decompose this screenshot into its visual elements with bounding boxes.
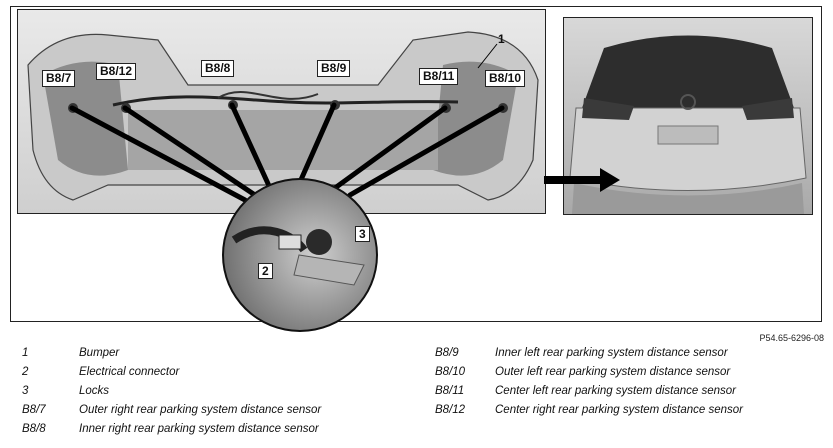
legend-text: Center left rear parking system distance… — [495, 385, 736, 397]
car-drawing — [569, 35, 807, 214]
license-plate-area — [657, 125, 719, 145]
legend-text: Electrical connector — [79, 366, 180, 378]
zoom-connector — [278, 234, 302, 250]
legend-row: B8/11 Center left rear parking system di… — [435, 385, 830, 404]
callout-b8-9: B8/9 — [317, 60, 351, 77]
legend-text: Locks — [79, 385, 110, 397]
arrow-icon — [544, 168, 620, 192]
bumper-inner-panel — [128, 110, 438, 170]
legend-key: B8/11 — [435, 385, 465, 397]
brand-emblem-icon — [680, 94, 696, 110]
rear-window — [582, 35, 794, 108]
zoom-bracket — [293, 254, 365, 286]
figure-id: P54.65-6296-08 — [759, 333, 824, 343]
bumper-left-cavity — [43, 61, 128, 176]
legend-key: 1 — [22, 347, 29, 359]
callout-b8-8: B8/8 — [201, 60, 235, 77]
wiring-loop — [217, 91, 319, 100]
legend-row: 1 Bumper — [22, 347, 422, 366]
detail-zoom-circle — [222, 178, 378, 332]
legend-text: Center right rear parking system distanc… — [495, 404, 743, 416]
callout-2: 2 — [258, 263, 273, 279]
callout-b8-12: B8/12 — [96, 63, 137, 80]
legend-text: Outer left rear parking system distance … — [495, 366, 731, 378]
legend-row: B8/10 Outer left rear parking system dis… — [435, 366, 830, 385]
legend-row: B8/8 Inner right rear parking system dis… — [22, 423, 422, 442]
zoom-sensor — [306, 229, 332, 255]
callout-1: 1 — [498, 32, 505, 46]
callout-pointers — [69, 102, 505, 203]
callout-b8-10: B8/10 — [485, 70, 526, 87]
legend-left: 1 Bumper 2 Electrical connector 3 Locks … — [22, 347, 422, 442]
legend-text: Bumper — [79, 347, 120, 359]
legend-row: 2 Electrical connector — [22, 366, 422, 385]
zoom-drawing — [231, 226, 365, 286]
legend-row: 3 Locks — [22, 385, 422, 404]
legend-row: B8/7 Outer right rear parking system dis… — [22, 404, 422, 423]
legend-row: B8/9 Inner left rear parking system dist… — [435, 347, 830, 366]
wiring-harness — [112, 95, 459, 107]
legend-text: Inner left rear parking system distance … — [495, 347, 728, 359]
left-taillight — [582, 98, 634, 120]
legend-key: B8/7 — [22, 404, 46, 416]
callout-b8-7: B8/7 — [42, 70, 76, 87]
legend-key: B8/12 — [435, 404, 466, 416]
legend-right: B8/9 Inner left rear parking system dist… — [435, 347, 830, 423]
legend-key: B8/9 — [435, 347, 459, 359]
right-taillight — [742, 98, 794, 120]
legend-key: 3 — [22, 385, 29, 397]
rear-bumper — [572, 183, 804, 214]
bumper-right-cavity — [433, 61, 518, 176]
legend-text: Inner right rear parking system distance… — [79, 423, 319, 435]
callout-b8-11: B8/11 — [419, 68, 459, 85]
legend-text: Outer right rear parking system distance… — [79, 404, 322, 416]
legend-key: B8/10 — [435, 366, 466, 378]
legend-row: B8/12 Center right rear parking system d… — [435, 404, 830, 423]
legend-key: B8/8 — [22, 423, 46, 435]
legend-key: 2 — [22, 366, 29, 378]
callout-3: 3 — [355, 226, 370, 242]
